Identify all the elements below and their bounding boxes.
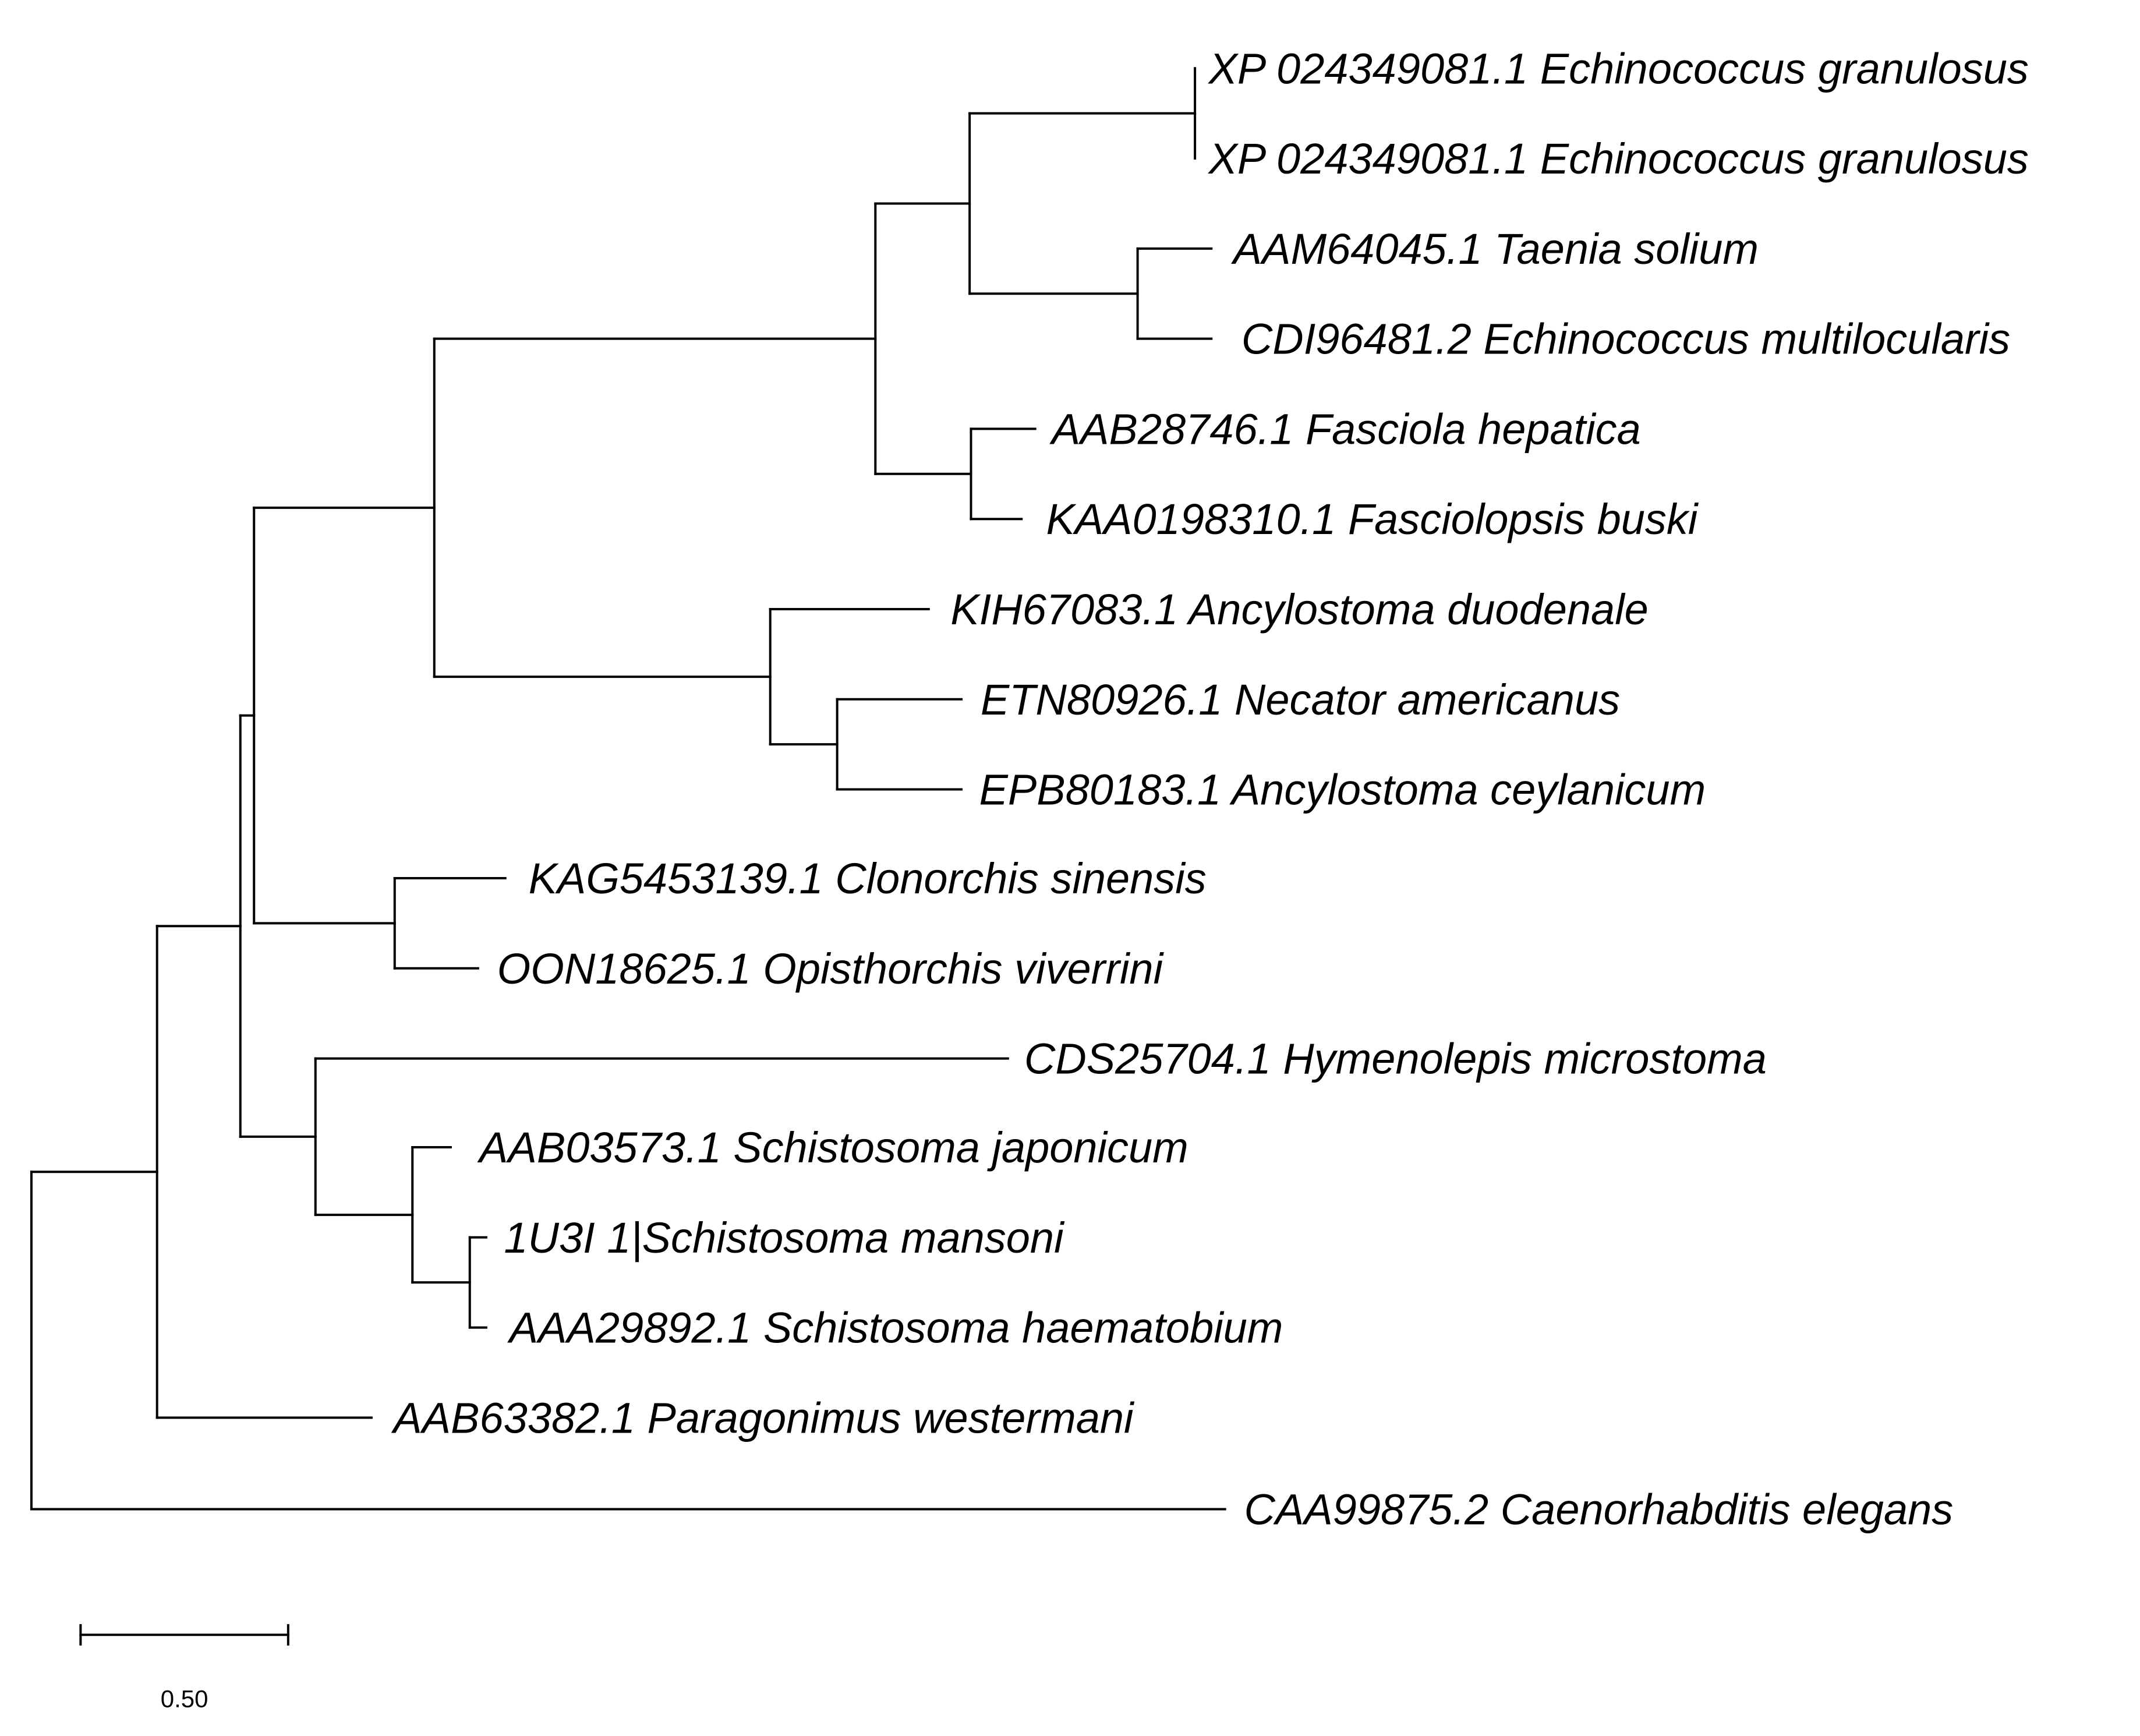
leaf-label-3: AAM64045.1 Taenia solium	[1231, 225, 1759, 273]
leaf-label-5: AAB28746.1 Fasciola hepatica	[1049, 405, 1641, 453]
leaf-label-15: AAA29892.1 Schistosoma haematobium	[507, 1304, 1283, 1352]
scale-bar: 0.50	[79, 1624, 289, 1713]
leaf-label-8: ETN80926.1 Necator americanus	[981, 676, 1620, 724]
leaf-label-13: AAB03573.1 Schistosoma japonicum	[477, 1123, 1189, 1172]
leaf-label-9: EPB80183.1 Ancylostoma ceylanicum	[979, 766, 1706, 814]
leaf-label-14: 1U3I 1|Schistosoma mansoni	[504, 1214, 1065, 1263]
leaf-label-7: KIH67083.1 Ancylostoma duodenale	[950, 585, 1649, 634]
leaf-label-4: CDI96481.2 Echinococcus multilocularis	[1241, 315, 2010, 363]
leaf-label-12: CDS25704.1 Hymenolepis microstoma	[1024, 1035, 1767, 1083]
tree-branches	[30, 67, 1226, 1511]
leaf-label-6: KAA0198310.1 Fasciolopsis buski	[1046, 495, 1699, 543]
leaf-label-1: XP 024349081.1 Echinococcus granulosus	[1208, 44, 2029, 93]
leaf-label-10: KAG5453139.1 Clonorchis sinensis	[529, 854, 1207, 903]
leaf-label-11: OON18625.1 Opisthorchis viverrini	[497, 945, 1165, 993]
leaf-label-2: XP 024349081.1 Echinococcus granulosus	[1208, 135, 2029, 183]
leaf-label-17: CAA99875.2 Caenorhabditis elegans	[1244, 1485, 1954, 1533]
leaf-labels: XP 024349081.1 Echinococcus granulosusXP…	[391, 44, 2028, 1533]
scale-bar-label: 0.50	[161, 1685, 208, 1713]
leaf-label-16: AAB63382.1 Paragonimus westermani	[391, 1394, 1135, 1442]
